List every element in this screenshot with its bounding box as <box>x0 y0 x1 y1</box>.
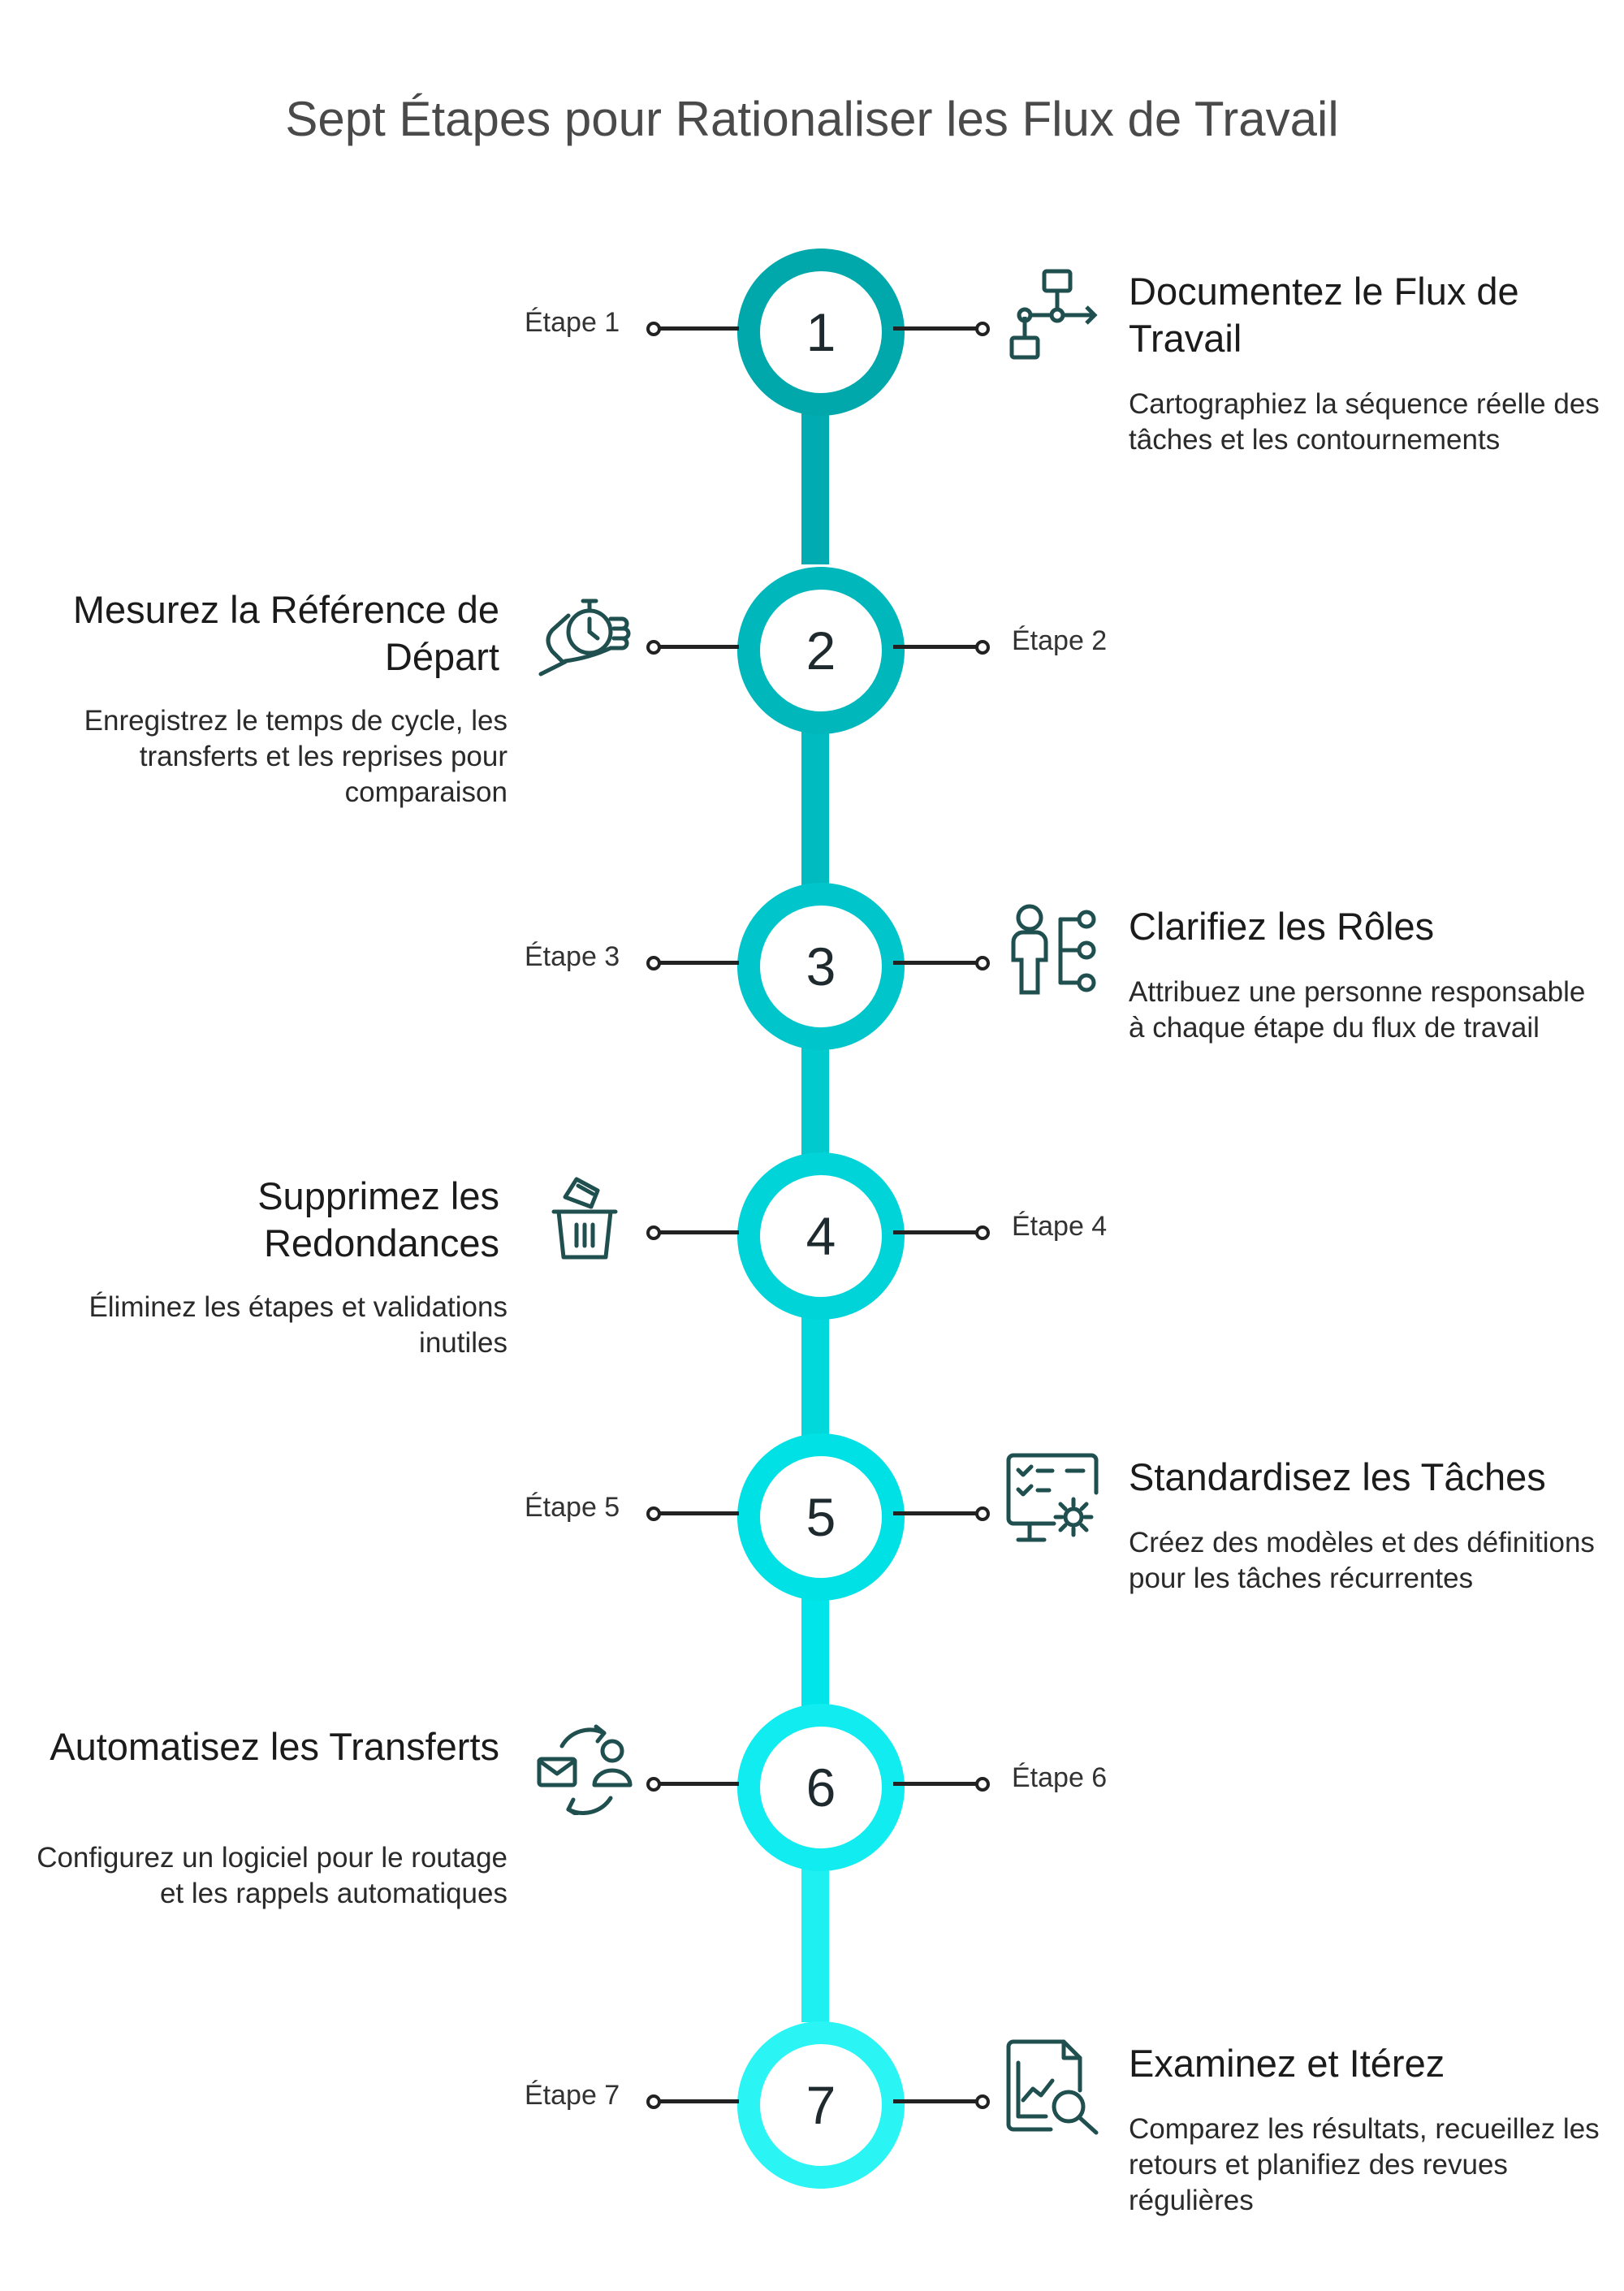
connector-left <box>654 961 739 965</box>
flowchart-icon <box>1007 268 1100 361</box>
step-circle: 2 <box>737 567 905 734</box>
connector-left <box>654 1230 739 1234</box>
connector-dot <box>646 2094 661 2109</box>
connector-dot <box>646 1777 661 1792</box>
connector-right <box>893 645 983 649</box>
step-number: 6 <box>806 1757 836 1818</box>
step-circle: 7 <box>737 2021 905 2189</box>
step-description: Attribuez une personne responsable à cha… <box>1129 976 1586 1044</box>
connector-dot <box>646 1506 661 1521</box>
step-number: 1 <box>806 302 836 362</box>
step-label: Étape 5 <box>525 1492 620 1523</box>
mail-user-cycle-icon <box>536 1722 637 1815</box>
timeline-spine <box>801 402 829 564</box>
connector-dot <box>646 322 661 336</box>
step-number: 2 <box>806 620 836 681</box>
step-number: 4 <box>806 1206 836 1266</box>
step-label: Étape 3 <box>525 941 620 972</box>
connector-left <box>654 1511 739 1515</box>
step-description: Cartographiez la séquence réelle des tâc… <box>1129 388 1600 456</box>
connector-dot <box>975 322 990 336</box>
connector-left <box>654 645 739 649</box>
person-hierarchy-icon <box>1007 903 1100 996</box>
step-number: 3 <box>806 936 836 996</box>
step-description: Créez des modèles et des définitions pou… <box>1129 1527 1595 1594</box>
step-number: 7 <box>806 2075 836 2135</box>
step-label: Étape 7 <box>525 2080 620 2111</box>
connector-right <box>893 1511 983 1515</box>
connector-right <box>893 1782 983 1786</box>
step-description: Éliminez les étapes et validations inuti… <box>89 1291 508 1359</box>
connector-dot <box>975 2094 990 2109</box>
step-heading: Mesurez la Référence de Départ <box>72 588 499 678</box>
document-chart-search-icon <box>1005 2038 1103 2136</box>
timeline-spine <box>801 1040 829 1161</box>
step-label: Étape 1 <box>525 307 620 338</box>
connector-dot <box>975 956 990 970</box>
step-circle: 4 <box>737 1152 905 1320</box>
connector-dot <box>646 640 661 655</box>
step-circle: 6 <box>737 1704 905 1871</box>
step-description: Enregistrez le temps de cycle, les trans… <box>84 705 508 808</box>
timeline-spine <box>801 1308 829 1446</box>
step-heading: Documentez le Flux de Travail <box>1129 270 1519 360</box>
connector-left <box>654 1782 739 1786</box>
step-number: 5 <box>806 1487 836 1547</box>
connector-right <box>893 2099 983 2103</box>
connector-dot <box>975 1777 990 1792</box>
step-label: Étape 6 <box>1012 1762 1108 1793</box>
stopwatch-hand-icon <box>536 586 633 680</box>
step-heading: Automatisez les Transferts <box>50 1725 499 1768</box>
timeline-spine <box>801 1860 829 2022</box>
step-circle: 5 <box>737 1433 905 1601</box>
connector-dot <box>646 1225 661 1240</box>
step-label: Étape 2 <box>1012 625 1108 656</box>
step-description: Configurez un logiciel pour le routage e… <box>37 1842 508 1909</box>
connector-dot <box>975 640 990 655</box>
page-title: Sept Étapes pour Rationaliser les Flux d… <box>285 92 1339 146</box>
step-heading: Supprimez les Redondances <box>257 1174 499 1264</box>
step-circle: 1 <box>737 249 905 416</box>
checklist-gear-icon <box>1005 1452 1103 1550</box>
connector-right <box>893 326 983 331</box>
step-circle: 3 <box>737 883 905 1050</box>
step-heading: Examinez et Itérez <box>1129 2042 1445 2085</box>
timeline-spine <box>801 723 829 885</box>
connector-dot <box>646 956 661 970</box>
connector-left <box>654 326 739 331</box>
step-heading: Standardisez les Tâches <box>1129 1455 1546 1498</box>
connector-dot <box>975 1506 990 1521</box>
step-label: Étape 4 <box>1012 1211 1108 1242</box>
trash-bin-icon <box>549 1173 622 1266</box>
step-heading: Clarifiez les Rôles <box>1129 905 1435 948</box>
connector-left <box>654 2099 739 2103</box>
timeline-spine <box>801 1592 829 1714</box>
step-description: Comparez les résultats, recueillez les r… <box>1129 2113 1600 2216</box>
connector-right <box>893 961 983 965</box>
connector-right <box>893 1230 983 1234</box>
connector-dot <box>975 1225 990 1240</box>
